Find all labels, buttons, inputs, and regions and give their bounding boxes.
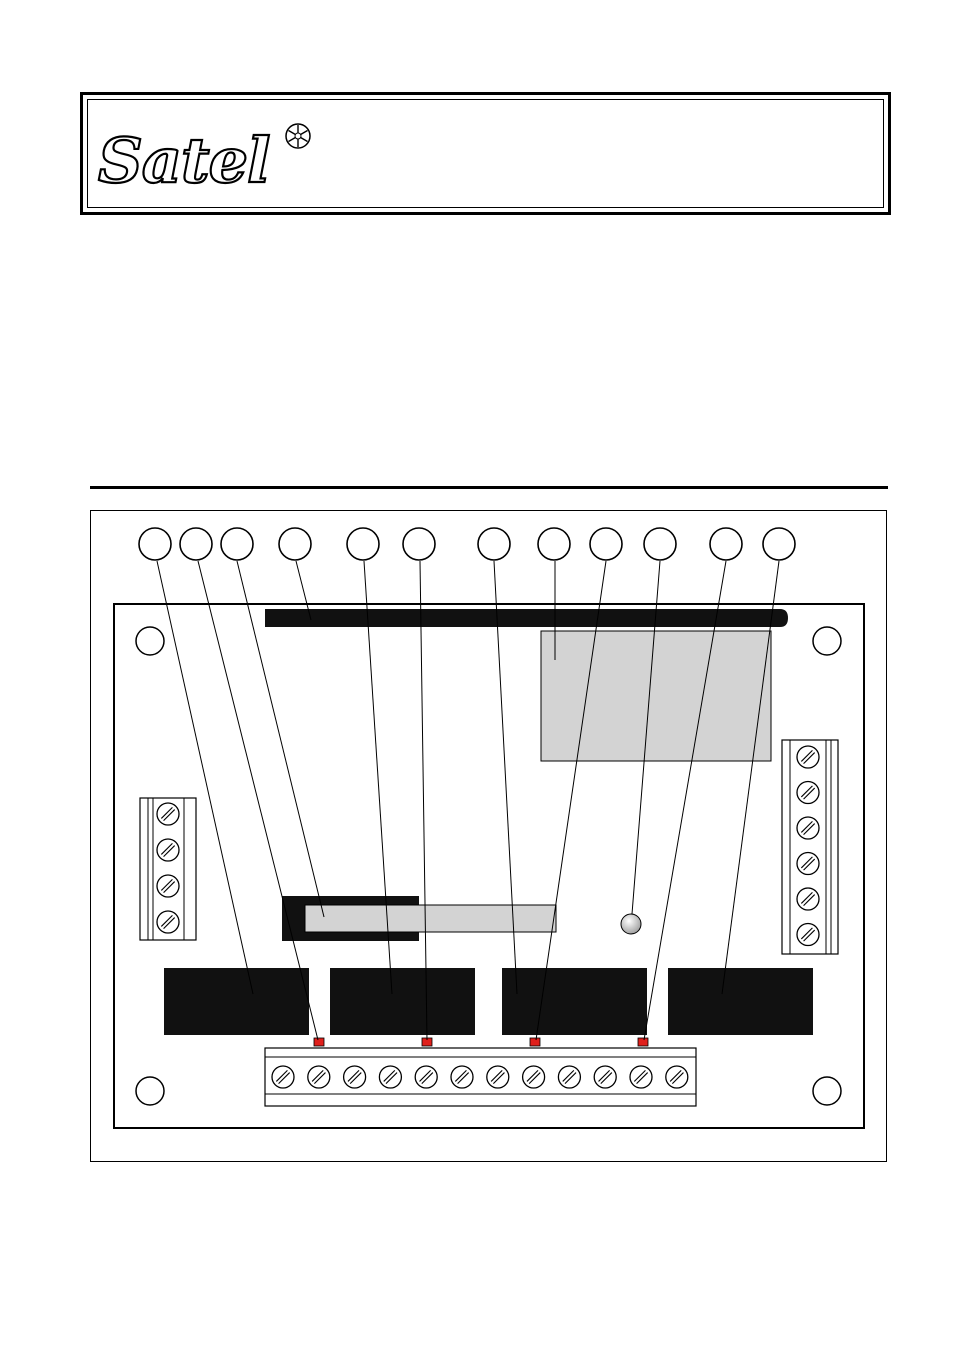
screw-icon [156, 802, 180, 826]
screw-icon [629, 1065, 653, 1089]
callout-4 [278, 527, 312, 561]
callout-9 [589, 527, 623, 561]
callout-7 [477, 527, 511, 561]
terminal-block-bottom [264, 1047, 697, 1107]
screw-icon [486, 1065, 510, 1089]
screw-icon [307, 1065, 331, 1089]
indicator-pin [620, 913, 642, 935]
figure-frame [90, 510, 887, 1162]
screw-icon [414, 1065, 438, 1089]
callout-circles [138, 527, 796, 561]
screw-icon [665, 1065, 689, 1089]
screw-icon [156, 874, 180, 898]
callout-5 [346, 527, 380, 561]
screw-icon [156, 910, 180, 934]
callout-8 [537, 527, 571, 561]
callout-leaders [156, 560, 780, 1041]
screw-icon [378, 1065, 403, 1089]
mount-hole [812, 626, 842, 656]
relays [164, 968, 813, 1035]
screw-icon [156, 838, 180, 862]
relay-1 [164, 968, 309, 1035]
screw-icon [342, 1065, 367, 1089]
pcb-board [113, 603, 865, 1129]
screw-icon [521, 1065, 546, 1089]
leds [313, 1037, 649, 1047]
callout-6 [402, 527, 436, 561]
section-rule [90, 486, 888, 489]
mount-hole [135, 1076, 165, 1106]
screw-icon [557, 1065, 582, 1089]
relay-3 [502, 968, 647, 1035]
satel-logo: Satel [97, 123, 311, 192]
screw-icon [593, 1065, 617, 1089]
screw-icon [796, 922, 820, 947]
terminal-block-right [781, 739, 839, 955]
connector-strip [304, 904, 557, 933]
logo-asterisk-icon [285, 123, 311, 149]
screw-icon [796, 780, 820, 805]
header-frame: Satel [80, 92, 891, 215]
led-3 [529, 1037, 541, 1047]
mount-hole [135, 626, 165, 656]
relay-4 [668, 968, 813, 1035]
logo-wordmark: Satel [98, 124, 270, 192]
screw-icon [796, 851, 820, 876]
mount-holes [135, 626, 842, 1106]
pin-header-bar [265, 609, 788, 627]
callout-10 [643, 527, 677, 561]
grey-module [540, 630, 772, 762]
header-frame-inner: Satel [87, 99, 884, 208]
screw-icon [450, 1065, 474, 1089]
callout-2 [179, 527, 213, 561]
callout-1 [138, 527, 172, 561]
mount-hole [812, 1076, 842, 1106]
screw-icon [796, 887, 820, 911]
callout-12 [762, 527, 796, 561]
callout-3 [220, 527, 254, 561]
screw-icon [796, 816, 820, 840]
screw-icon [796, 745, 820, 769]
led-1 [313, 1037, 325, 1047]
relay-2 [330, 968, 475, 1035]
screw-icon [271, 1065, 295, 1089]
callout-11 [709, 527, 743, 561]
led-4 [637, 1037, 649, 1047]
